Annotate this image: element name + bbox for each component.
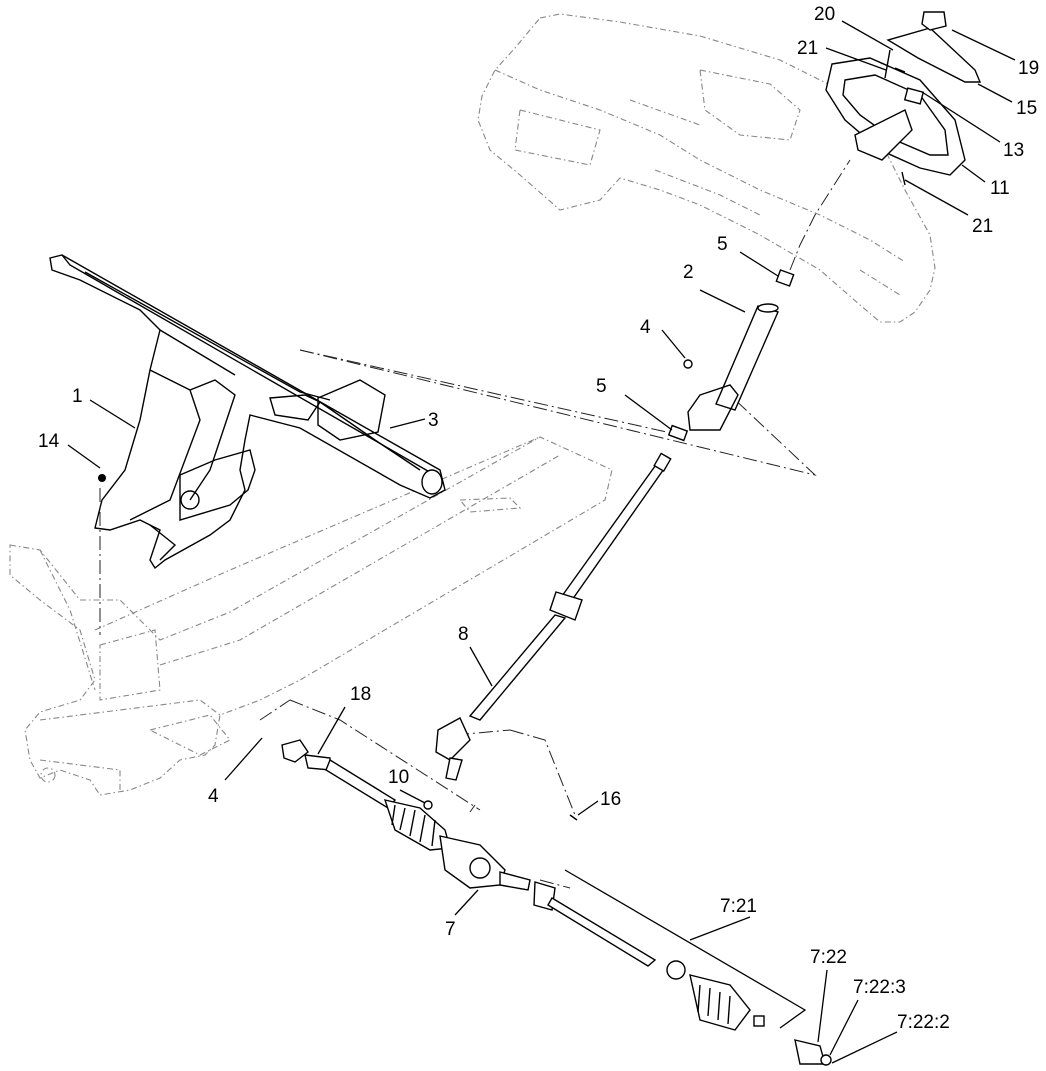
callout-20: 20 [814,4,835,25]
callout-7-22: 7:22 [810,947,847,968]
callout-18: 18 [350,684,371,705]
callout-15: 15 [1016,98,1037,119]
steering-shaft [435,452,672,781]
callout-4-upper: 4 [640,317,651,338]
callout-21-upper: 21 [797,38,818,59]
nut-upper [683,359,693,369]
callout-13: 13 [1003,140,1024,161]
bushing-upper [775,269,795,287]
phantom-lines [99,349,817,889]
callout-21-lower: 21 [972,216,993,237]
callout-1: 1 [72,386,83,407]
callout-11: 11 [990,178,1010,199]
rack-and-pinion [281,739,832,1066]
callout-4-lower: 4 [208,786,219,807]
callout-10: 10 [388,767,409,788]
callout-labels: 1 14 3 4 4 5 5 2 8 18 10 16 7 7:21 7:22 … [38,4,1039,1033]
callout-14: 14 [38,431,60,452]
callout-2: 2 [683,262,694,283]
callout-7-22-2: 7:22:2 [897,1012,950,1033]
steering-cap [884,11,982,186]
callout-7-22-3: 7:22:3 [853,977,906,998]
callout-8: 8 [458,624,469,645]
leader-lines [67,20,1016,1064]
steering-wheel [825,57,966,176]
steering-support-bracket [49,254,446,570]
callout-7-21: 7:21 [720,896,757,917]
chassis-frame-ghost [9,436,613,796]
callout-5-lower: 5 [596,376,607,397]
callout-19: 19 [1018,58,1039,79]
steering-column [687,159,851,431]
callout-5-upper: 5 [717,234,728,255]
bushing-lower [667,424,689,442]
callout-7: 7 [445,919,456,940]
callout-16: 16 [600,789,621,810]
dash-panel-ghost [477,13,936,323]
callout-3: 3 [428,410,439,431]
